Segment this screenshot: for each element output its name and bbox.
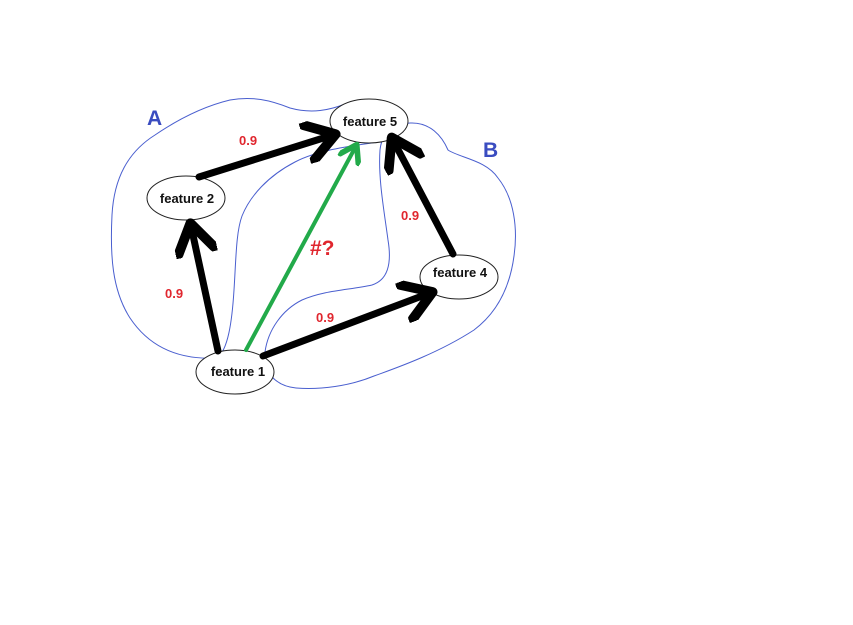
edge-feature-4-to-feature-5 (393, 140, 457, 258)
node-feature-5[interactable]: feature 5 (329, 98, 409, 144)
region-a-label: A (147, 107, 162, 130)
node-feature-4-label: feature 4 (433, 265, 488, 280)
edge-feature-1-to-feature-4-weight: 0.9 (316, 310, 334, 325)
node-feature-5-label: feature 5 (343, 114, 397, 129)
node-feature-4[interactable]: feature 4 (419, 254, 499, 300)
node-feature-1[interactable]: feature 1 (195, 349, 275, 395)
edge-feature-1-to-feature-2 (191, 226, 222, 355)
edge-feature-2-to-feature-5 (195, 135, 333, 181)
edge-feature-1-to-feature-2-weight: 0.9 (165, 286, 183, 301)
node-feature-2[interactable]: feature 2 (146, 175, 226, 221)
region-a-outline (110, 97, 406, 359)
edge-feature-1-to-feature-5-weight: #? (310, 237, 335, 260)
region-b-label: B (483, 139, 498, 162)
edge-feature-1-to-feature-5-question (244, 146, 356, 352)
edge-feature-4-to-feature-5-weight: 0.9 (401, 208, 419, 223)
edge-feature-2-to-feature-5-weight: 0.9 (239, 133, 257, 148)
node-feature-2-label: feature 2 (160, 191, 214, 206)
edge-feature-1-to-feature-4 (259, 293, 430, 360)
region-b-outline (264, 122, 516, 389)
node-feature-1-label: feature 1 (211, 364, 265, 379)
